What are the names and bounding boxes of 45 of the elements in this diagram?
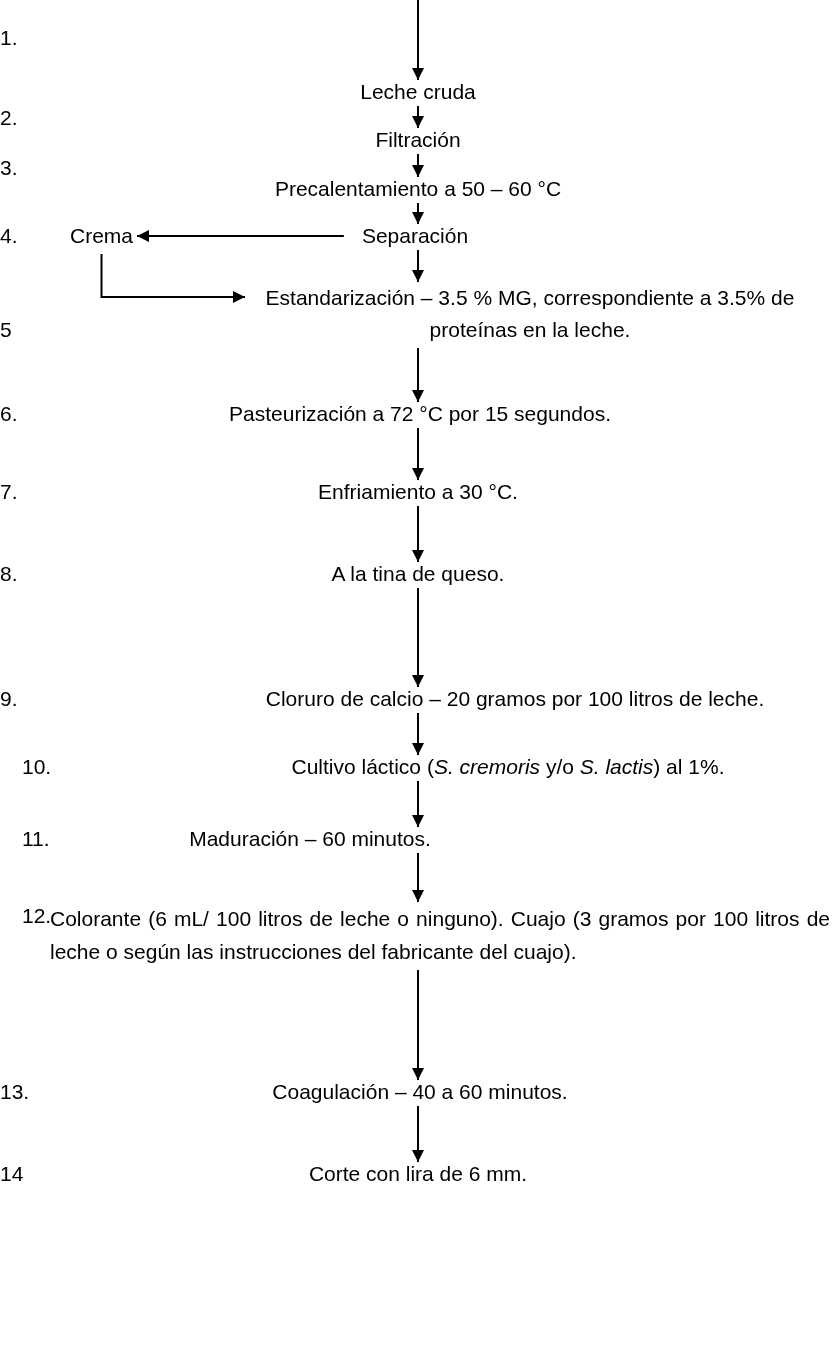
arrow [412, 249, 424, 283]
step-text: Estandarización – 3.5 % MG, correspondiente a 3.5% de proteínas en la leche. [245, 282, 815, 346]
step-text: A la tina de queso. [331, 562, 505, 586]
step-number: 6. [0, 402, 18, 426]
step-text: Leche cruda [360, 80, 476, 104]
step-text: Cloruro de calcio – 20 gramos por 100 litros de leche. [265, 687, 765, 711]
step-number: 14 [0, 1162, 24, 1186]
step-number: 12. [22, 904, 52, 928]
arrow [412, 347, 424, 403]
step-text: Corte con lira de 6 mm. [308, 1162, 528, 1186]
step-text: Maduración – 60 minutos. [189, 827, 431, 851]
step-text: Precalentamiento a 50 – 60 °C [274, 177, 562, 201]
step-number: 11. [22, 827, 50, 851]
step-number: 8. [0, 562, 18, 586]
step-text: Enfriamiento a 30 °C. [318, 480, 518, 504]
arrow [412, 712, 424, 756]
step-number: 3. [0, 156, 18, 180]
step-number: 7. [0, 480, 18, 504]
step-text: Separación [361, 224, 469, 248]
step-number: 10. [22, 755, 52, 779]
step-number: 4. [0, 224, 18, 248]
step-text: Crema [70, 224, 133, 248]
arrow [412, 505, 424, 563]
arrow [100, 253, 246, 303]
arrow [136, 230, 345, 242]
arrow [412, 1105, 424, 1163]
arrow [412, 427, 424, 481]
step-text: Pasteurización a 72 °C por 15 segundos. [229, 402, 611, 426]
arrow [412, 105, 424, 129]
arrow [412, 153, 424, 178]
step-number: 13. [0, 1080, 30, 1104]
arrow [412, 852, 424, 903]
arrow [412, 0, 424, 81]
step-number: 2. [0, 106, 18, 130]
step-number: 1. [0, 26, 18, 50]
step-text: Coagulación – 40 a 60 minutos. [272, 1080, 568, 1104]
step-number: 5 [0, 318, 12, 342]
arrow [412, 587, 424, 688]
arrow [412, 780, 424, 828]
arrow [412, 969, 424, 1081]
step-text: Cultivo láctico (S. cremoris y/o S. lactis) al 1%. [291, 755, 725, 779]
step-text: Colorante (6 mL/ 100 litros de leche o ninguno). Cuajo (3 gramos por 100 litros de leche o según las instrucciones del fabricante del cuajo). [50, 902, 830, 968]
step-number: 9. [0, 687, 18, 711]
arrow [412, 202, 424, 225]
step-text: Filtración [375, 128, 461, 152]
